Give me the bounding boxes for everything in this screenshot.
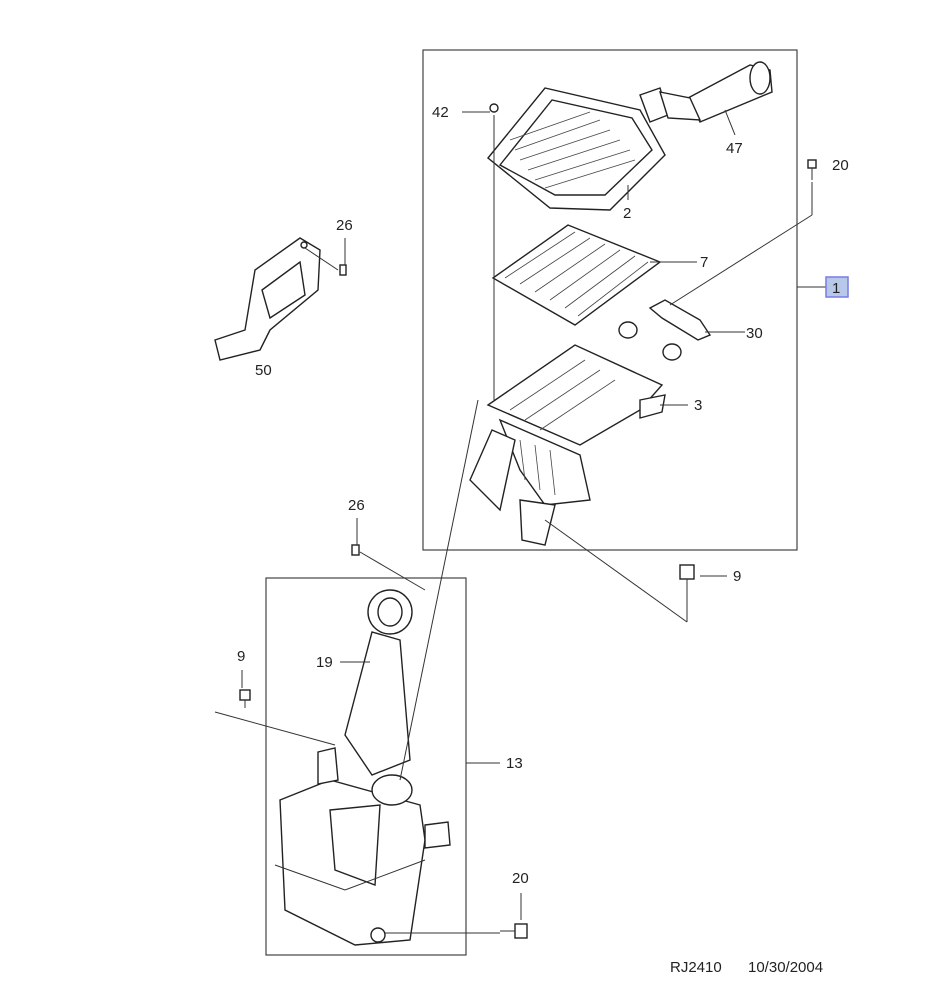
bolt-9-left bbox=[239, 689, 251, 708]
callout-20-top: 20 bbox=[832, 157, 849, 174]
callout-26-top: 26 bbox=[336, 217, 353, 234]
air-cleaner-assembly-box bbox=[422, 49, 798, 551]
callout-20-bottom: 20 bbox=[512, 870, 529, 887]
callout-26-mid: 26 bbox=[348, 497, 365, 514]
air-cleaner-lower-housing-part bbox=[469, 344, 666, 546]
callout-47: 47 bbox=[726, 140, 743, 157]
callout-50: 50 bbox=[255, 362, 272, 379]
diagram-date: 10/30/2004 bbox=[748, 959, 823, 976]
resonator-duct-part bbox=[344, 589, 413, 776]
callout-9-right: 9 bbox=[733, 568, 741, 585]
bolt-26-mid bbox=[351, 544, 360, 556]
resonator-tank-part bbox=[274, 747, 451, 946]
diagram-code: RJ2410 bbox=[670, 959, 722, 976]
callout-1: 1 bbox=[832, 280, 840, 297]
bolt-42 bbox=[489, 103, 499, 113]
heat-shield-part bbox=[214, 237, 321, 361]
callout-1-badge[interactable]: 1 bbox=[825, 276, 849, 298]
leader-lines bbox=[214, 109, 826, 934]
callout-19: 19 bbox=[316, 654, 333, 671]
bolt-9-right bbox=[679, 564, 695, 600]
callout-3: 3 bbox=[694, 397, 702, 414]
callout-2: 2 bbox=[623, 205, 631, 222]
air-cleaner-cover-part bbox=[487, 87, 669, 211]
bolt-20-bottom bbox=[500, 923, 528, 939]
bracket-part bbox=[618, 299, 712, 361]
bolt-26-top bbox=[339, 264, 347, 276]
intake-duct-part bbox=[658, 61, 773, 123]
resonator-assembly-box bbox=[265, 577, 467, 956]
bolt-20-top bbox=[807, 159, 817, 180]
callout-9-left: 9 bbox=[237, 648, 245, 665]
callout-7: 7 bbox=[700, 254, 708, 271]
callout-30: 30 bbox=[746, 325, 763, 342]
callout-42: 42 bbox=[432, 104, 449, 121]
filter-element-part bbox=[491, 224, 662, 326]
callout-13: 13 bbox=[506, 755, 523, 772]
